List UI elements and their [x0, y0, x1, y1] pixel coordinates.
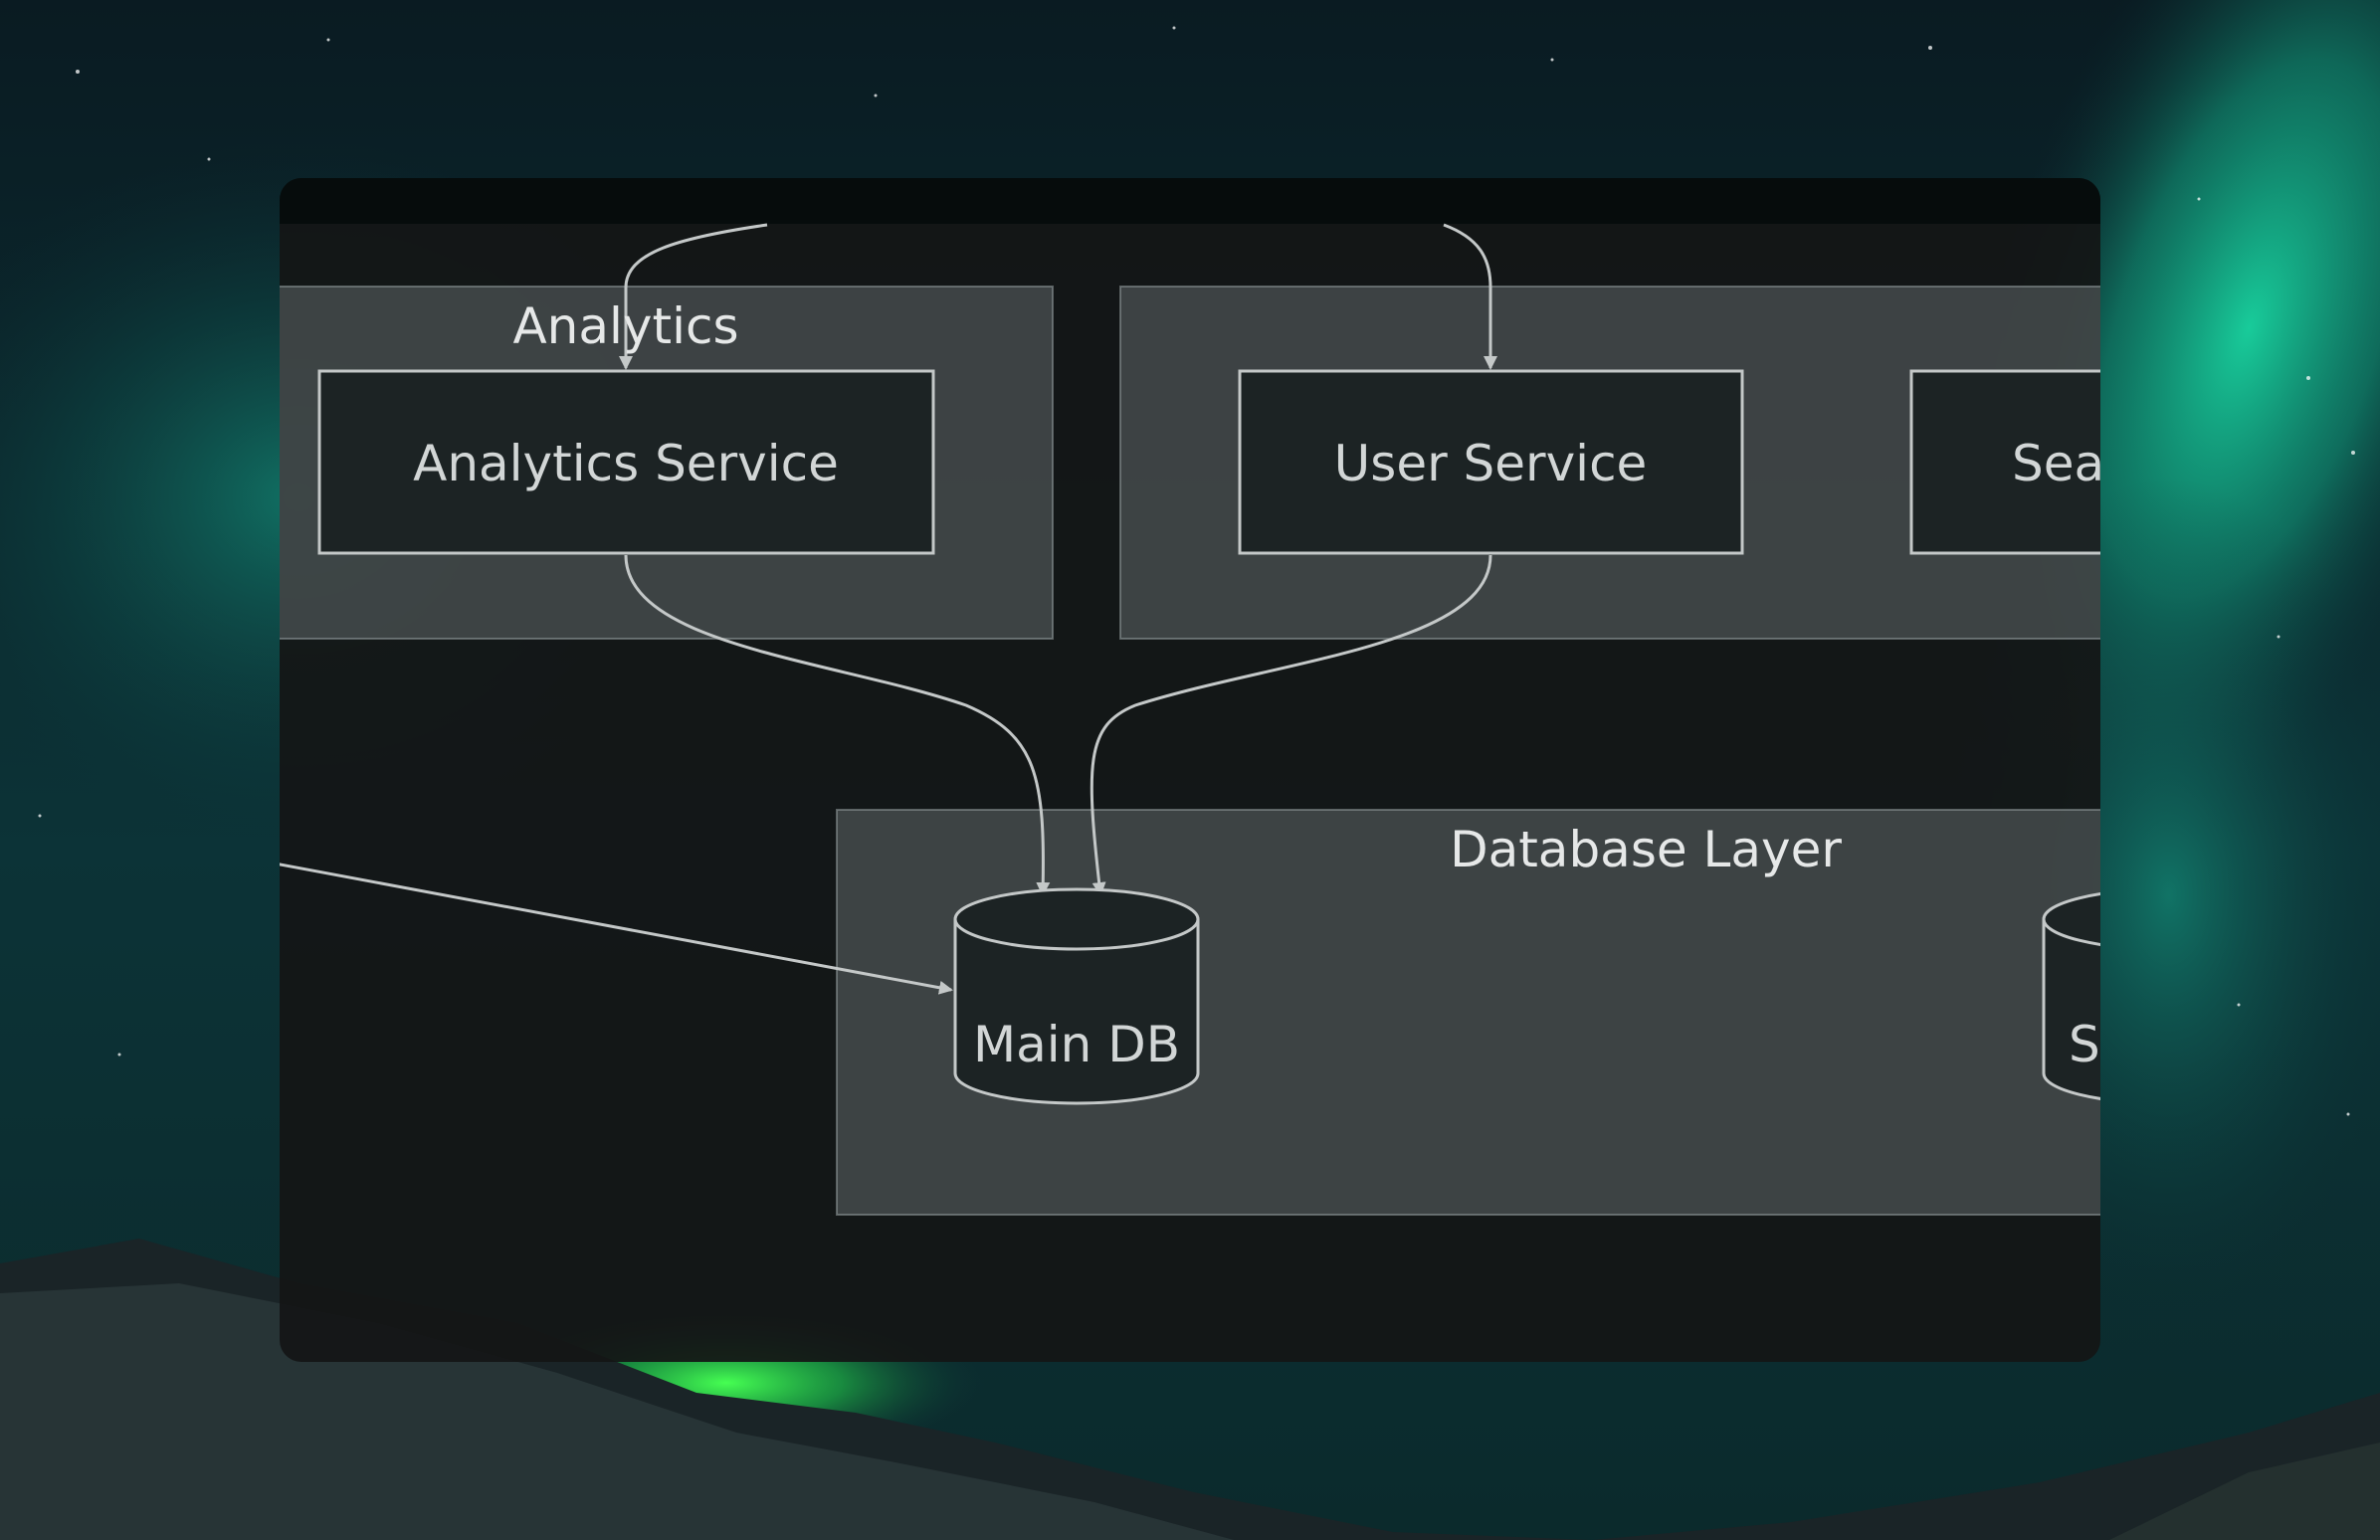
main-db-label: Main DB — [973, 1016, 1180, 1073]
edge-left-to-main-db — [280, 863, 953, 995]
analytics-service-node[interactable] — [317, 369, 935, 555]
analytics-service-label: Analytics Service — [413, 435, 839, 492]
main-db-node[interactable] — [953, 887, 1200, 1105]
user-service-node[interactable] — [1238, 369, 1744, 555]
search-service-node[interactable] — [1909, 369, 2100, 555]
window-titlebar[interactable] — [280, 178, 2100, 224]
search-db-label: Se — [2069, 1016, 2100, 1073]
architecture-diagram: Analytics Database Layer Analytics Servi… — [280, 223, 2100, 1216]
edge-top-to-user-service — [1443, 223, 1497, 370]
user-service-label: User Service — [1334, 435, 1648, 492]
edge-analytics-service-to-main-db — [624, 554, 1051, 896]
database-layer-label: Database Layer — [1450, 821, 1842, 878]
edge-top-to-analytics-service — [619, 223, 768, 370]
analytics-cluster-label: Analytics — [512, 297, 738, 355]
diagram-window[interactable]: Analytics Database Layer Analytics Servi… — [280, 178, 2100, 1362]
search-service-label: Sea — [2012, 435, 2100, 492]
search-db-node[interactable] — [2042, 889, 2100, 1103]
edge-user-service-to-main-db — [1090, 554, 1492, 896]
